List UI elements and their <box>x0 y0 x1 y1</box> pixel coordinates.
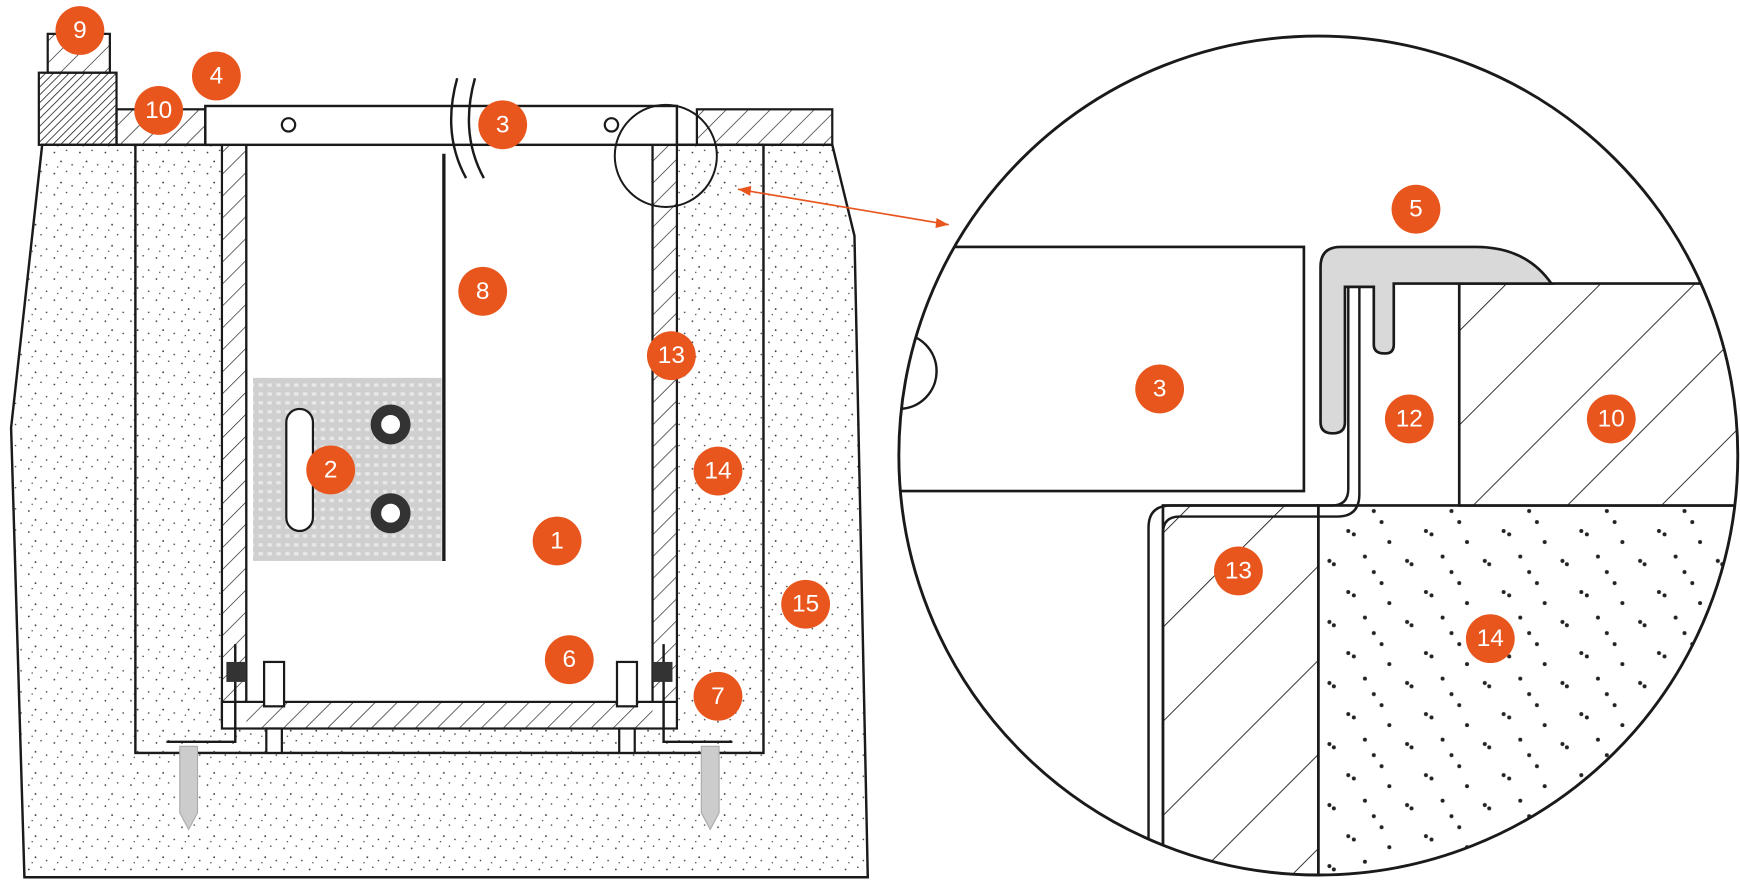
levelling-foot-icon <box>226 660 673 755</box>
detail-arrow <box>737 188 949 226</box>
detail-callout-5: 5 <box>1391 184 1441 234</box>
svg-text:3: 3 <box>1153 375 1167 402</box>
grille-hole <box>280 117 297 133</box>
dowel-anchor-icon <box>179 745 720 831</box>
svg-text:9: 9 <box>73 17 87 44</box>
svg-text:10: 10 <box>145 97 172 124</box>
detail-callout-3: 3 <box>1135 364 1185 414</box>
detail-view <box>897 34 1740 877</box>
callout-10: 10 <box>134 86 184 135</box>
svg-text:7: 7 <box>711 683 725 710</box>
callout-2: 2 <box>306 445 356 495</box>
svg-text:5: 5 <box>1409 196 1423 223</box>
callout-4: 4 <box>191 51 241 101</box>
detail-callout-12: 12 <box>1384 394 1434 444</box>
svg-text:14: 14 <box>1477 625 1504 652</box>
svg-text:2: 2 <box>324 456 338 483</box>
svg-text:3: 3 <box>496 111 510 138</box>
wall-block <box>37 71 118 146</box>
callout-9: 9 <box>55 6 105 55</box>
detail-circle <box>897 34 1740 877</box>
svg-text:6: 6 <box>562 646 576 673</box>
detail-callout-13: 13 <box>1214 546 1263 596</box>
callout-1: 1 <box>532 516 582 566</box>
svg-text:12: 12 <box>1396 405 1423 432</box>
svg-text:4: 4 <box>210 63 224 90</box>
callout-13: 13 <box>646 331 696 381</box>
grille-hole <box>603 117 620 133</box>
svg-text:8: 8 <box>476 278 490 305</box>
detail-callout-14: 14 <box>1465 614 1515 664</box>
callout-6: 6 <box>544 635 594 685</box>
svg-text:14: 14 <box>704 458 731 485</box>
section-view <box>9 32 949 879</box>
svg-text:10: 10 <box>1598 405 1625 432</box>
callout-3: 3 <box>478 100 528 150</box>
callout-8: 8 <box>458 266 508 316</box>
detail-callout-10: 10 <box>1586 394 1636 444</box>
valve-fitting-icon <box>370 404 411 534</box>
detail-marker <box>613 103 718 208</box>
callouts: 1 2 3 4 6 7 8 9 10 13 14 15 5 3 12 10 13… <box>55 6 1636 721</box>
svg-text:15: 15 <box>792 591 819 618</box>
svg-text:13: 13 <box>1225 557 1252 584</box>
floor-covering-right <box>695 108 834 146</box>
callout-15: 15 <box>781 579 831 629</box>
callout-7: 7 <box>693 671 743 721</box>
callout-14: 14 <box>693 446 743 496</box>
svg-text:13: 13 <box>658 342 685 369</box>
svg-text:1: 1 <box>550 527 564 554</box>
